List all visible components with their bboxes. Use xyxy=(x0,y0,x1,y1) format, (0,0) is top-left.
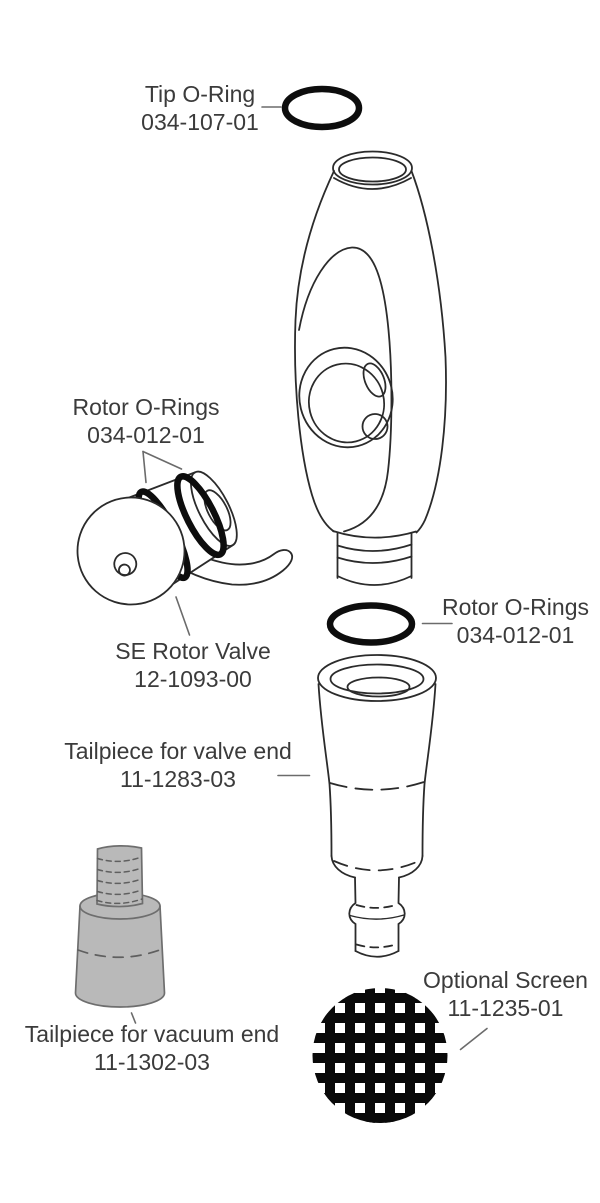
part-number: 11-1235-01 xyxy=(447,995,564,1021)
part-name: SE Rotor Valve xyxy=(115,638,271,664)
valve-side-port-outer xyxy=(298,346,394,449)
part-name: Tailpiece for vacuum end xyxy=(24,1021,280,1047)
tip-o-ring-illustration xyxy=(281,85,363,131)
label-rotor-o-rings-right: Rotor O-Rings 034-012-01 xyxy=(428,593,600,649)
part-name: Tailpiece for valve end xyxy=(64,738,292,764)
part-number: 034-012-01 xyxy=(87,422,205,448)
label-rotor-o-rings-left: Rotor O-Rings 034-012-01 xyxy=(56,393,236,449)
leader-lines xyxy=(130,106,488,1051)
label-se-rotor-valve: SE Rotor Valve 12-1093-00 xyxy=(103,637,283,693)
label-tailpiece-vacuum-end: Tailpiece for vacuum end 11-1302-03 xyxy=(8,1020,296,1076)
part-number: 12-1093-00 xyxy=(134,666,252,692)
part-number: 034-107-01 xyxy=(141,109,259,135)
part-name: Rotor O-Rings xyxy=(72,394,220,420)
se-rotor-valve-illustration xyxy=(76,470,238,606)
part-name: Optional Screen xyxy=(423,967,588,993)
valve-body-illustration xyxy=(294,150,447,586)
tailpiece-vacuum-end-illustration xyxy=(74,845,166,1008)
rotor-o-ring-illustration xyxy=(326,602,416,646)
label-tip-o-ring: Tip O-Ring 034-107-01 xyxy=(110,80,290,136)
label-optional-screen: Optional Screen 11-1235-01 xyxy=(413,966,598,1022)
valve-small-bore xyxy=(361,413,389,440)
rotor-o-ring-band-rear xyxy=(174,473,227,559)
label-tailpiece-valve-end: Tailpiece for valve end 11-1283-03 xyxy=(43,737,313,793)
vacuum-tailpiece-ribbed-stem xyxy=(96,845,144,908)
part-number: 034-012-01 xyxy=(456,622,575,648)
part-name: Rotor O-Rings xyxy=(442,594,589,620)
optional-screen-illustration xyxy=(312,988,448,1123)
rotor-valve-handle xyxy=(159,534,294,586)
part-name: Tip O-Ring xyxy=(144,81,256,107)
rotor-end-port xyxy=(203,489,232,532)
part-number: 11-1302-03 xyxy=(94,1049,210,1075)
rotor-face-hole xyxy=(113,552,138,576)
part-number: 11-1283-03 xyxy=(120,766,236,792)
tailpiece-valve-end-illustration xyxy=(317,654,437,958)
